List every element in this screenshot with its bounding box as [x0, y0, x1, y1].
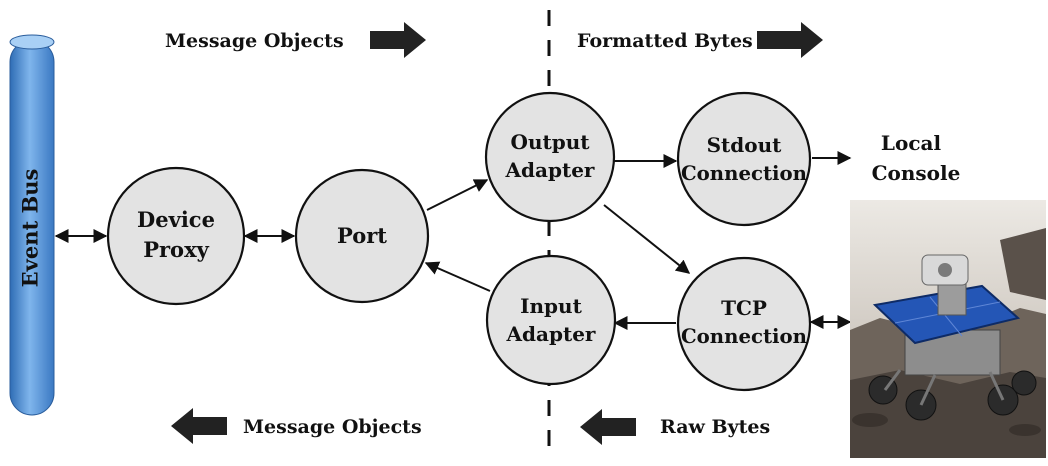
node-device-proxy: Device Proxy — [106, 166, 246, 306]
edges — [54, 151, 852, 330]
edge-input-port — [424, 261, 491, 292]
rover-icon — [868, 254, 1037, 421]
node-stdout-connection: Stdout Connection — [676, 91, 812, 227]
node-label: Input — [520, 294, 582, 318]
node-label: Port — [337, 223, 387, 248]
local-console-label: Local Console — [872, 131, 961, 185]
node-tcp-connection: TCP Connection — [676, 256, 812, 392]
event-bus: Event Bus — [9, 34, 55, 416]
flow-label-top-left: Message Objects — [165, 30, 344, 52]
node-port: Port — [294, 168, 430, 304]
event-bus-label: Event Bus — [18, 169, 43, 288]
node-input-adapter: Input Adapter — [485, 254, 617, 386]
flow-label-bottom-left: Message Objects — [243, 416, 422, 438]
node-label: Device — [137, 207, 215, 232]
right-block-arrow-icon — [757, 22, 823, 58]
node-label: Proxy — [143, 237, 209, 262]
node-label: TCP — [721, 296, 767, 320]
robot-photo — [850, 200, 1046, 458]
flow-label-bottom-right: Raw Bytes — [660, 416, 770, 438]
node-output-adapter: Output Adapter — [484, 91, 616, 223]
node-label: Output — [511, 130, 591, 154]
node-label: Adapter — [505, 158, 595, 182]
node-label: Stdout — [707, 133, 783, 157]
local-console-line: Local — [881, 131, 942, 155]
local-console-line: Console — [872, 161, 961, 185]
right-block-arrow-icon — [370, 22, 426, 58]
edge-port-output — [426, 179, 489, 211]
node-label: Connection — [681, 161, 807, 185]
left-block-arrow-icon — [171, 408, 227, 444]
node-label: Connection — [681, 324, 807, 348]
node-label: Adapter — [506, 322, 596, 346]
edge-output-tcp — [603, 204, 691, 274]
flow-label-top-right: Formatted Bytes — [577, 30, 753, 52]
left-block-arrow-icon — [580, 409, 636, 445]
